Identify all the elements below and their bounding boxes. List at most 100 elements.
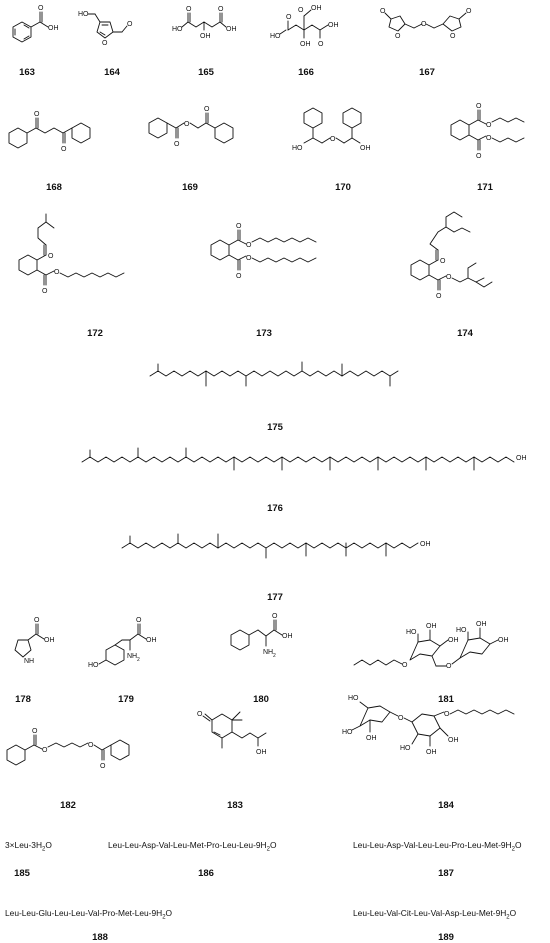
atom-label: O: [100, 763, 106, 770]
atom-label: OH: [426, 623, 437, 630]
atom-label: O: [48, 253, 54, 260]
atom-label: O: [436, 293, 442, 300]
atom-label: HO: [172, 26, 183, 33]
atom-label: NH: [263, 649, 273, 656]
atom-label: OH: [146, 637, 157, 644]
structure-164: HO O O: [78, 11, 133, 47]
compound-number: 187: [438, 868, 454, 879]
compound-number: 167: [419, 67, 435, 78]
compound-number: 186: [198, 868, 214, 879]
atom-label: O: [421, 21, 427, 28]
atom-label: OH: [300, 41, 311, 48]
atom-label: O: [330, 136, 336, 143]
compound-number: 169: [182, 182, 198, 193]
atom-label: O: [174, 141, 180, 148]
atom-label: O: [246, 255, 252, 262]
atom-label: OH: [311, 5, 322, 12]
atom-label: OH: [282, 633, 293, 640]
structure-174: O O O: [410, 211, 493, 300]
atom-label: HO: [292, 145, 303, 152]
compound-number: 176: [267, 503, 283, 514]
structure-163: O OH: [12, 5, 59, 43]
atom-label: O: [42, 288, 48, 295]
peptide-formula: Leu-Leu-Glu-Leu-Leu-Val-Pro-Met-Leu-9H2O: [5, 908, 173, 921]
atom-label: HO: [400, 745, 411, 752]
compound-number: 175: [267, 422, 283, 433]
atom-label: NH: [127, 653, 137, 660]
atom-label: O: [42, 747, 48, 754]
compound-number: 180: [253, 694, 269, 705]
atom-label: O: [32, 728, 38, 735]
atom-label: OH: [426, 749, 437, 756]
structure-168: O O: [8, 111, 91, 153]
atom-label: HO: [270, 33, 281, 40]
atom-label: OH: [328, 22, 339, 29]
compound-number: 185: [14, 868, 30, 879]
compound-number: 170: [335, 182, 351, 193]
structure-180: O OH NH 2: [230, 613, 293, 659]
compound-number: 164: [104, 67, 120, 78]
structure-178: O OH NH: [14, 617, 55, 665]
compound-number: 179: [118, 694, 134, 705]
atom-label: O: [127, 21, 133, 28]
structure-165: O HO OH O OH: [172, 6, 237, 40]
atom-label: 2: [273, 653, 276, 659]
atom-label: O: [486, 135, 492, 142]
structure-172: O O O: [18, 213, 125, 295]
structure-183: O OH: [197, 711, 267, 756]
atom-label: O: [440, 258, 446, 265]
compound-number: 181: [438, 694, 454, 705]
compound-number: 189: [438, 932, 454, 943]
atom-label: O: [34, 617, 40, 624]
atom-label: OH: [366, 735, 377, 742]
atom-label: O: [246, 242, 252, 249]
structure-182: O O O O: [6, 728, 130, 770]
atom-label: O: [236, 223, 242, 230]
atom-label: O: [186, 6, 192, 13]
compound-number: 188: [92, 932, 108, 943]
atom-label: OH: [420, 541, 431, 548]
structure-179: HO O OH NH 2: [88, 617, 157, 669]
structure-167: O O O O O: [380, 8, 472, 40]
atom-label: OH: [44, 637, 55, 644]
atom-label: O: [102, 40, 108, 47]
atom-label: 2: [137, 657, 140, 663]
compound-number: 165: [198, 67, 214, 78]
peptide-formula: Leu-Leu-Val-Cit-Leu-Val-Asp-Leu-Met-9H2O: [353, 908, 517, 921]
atom-label: OH: [448, 737, 459, 744]
atom-label: OH: [516, 455, 527, 462]
structure-176: OH: [81, 447, 527, 471]
atom-label: O: [218, 6, 224, 13]
atom-label: O: [197, 711, 203, 718]
structure-184: HO HO OH O HO OH OH O: [342, 695, 515, 756]
compound-number: 163: [19, 67, 35, 78]
atom-label: HO: [78, 11, 89, 18]
atom-label: O: [398, 715, 404, 722]
atom-label: O: [380, 8, 386, 15]
peptide-formula: Leu-Leu-Asp-Val-Leu-Leu-Pro-Leu-Met-9H2O: [353, 840, 522, 853]
atom-label: O: [184, 121, 190, 128]
atom-label: OH: [360, 145, 371, 152]
atom-label: O: [402, 662, 408, 669]
atom-label: O: [450, 33, 456, 40]
atom-label: O: [88, 742, 94, 749]
atom-label: O: [444, 711, 450, 718]
atom-label: O: [136, 617, 142, 624]
atom-label: O: [272, 613, 278, 620]
structure-175: [149, 361, 399, 387]
atom-label: O: [446, 274, 452, 281]
atom-label: HO: [348, 695, 359, 702]
compound-number: 166: [298, 67, 314, 78]
atom-label: OH: [256, 749, 267, 756]
atom-label: NH: [24, 658, 34, 665]
compound-number: 182: [60, 800, 76, 811]
atom-label: OH: [200, 33, 211, 40]
atom-label: O: [298, 7, 304, 14]
structure-173: O O O O: [210, 223, 317, 280]
atom-label: O: [236, 273, 242, 280]
compound-number: 168: [46, 182, 62, 193]
atom-label: HO: [406, 629, 417, 636]
compound-number: 173: [256, 328, 272, 339]
